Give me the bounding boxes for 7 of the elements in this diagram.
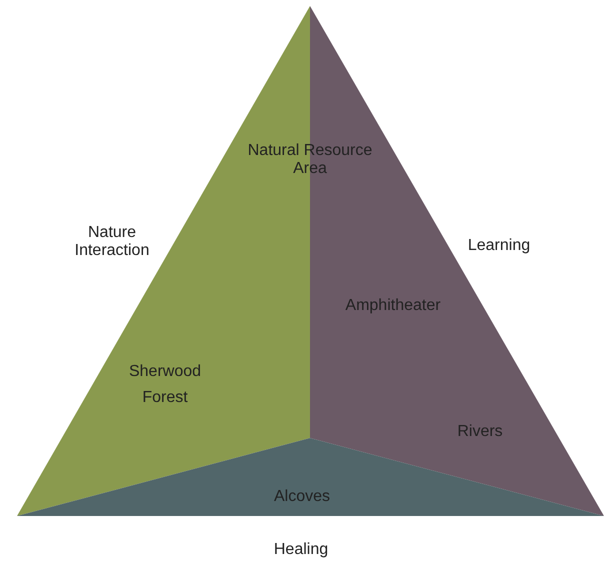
side-label: Learning [466,237,532,255]
segment-label: Rivers [456,422,504,442]
segment-label: Alcoves [272,487,332,507]
side-label: Nature Interaction [74,224,150,260]
side-label: Healing [272,541,330,559]
segment-label: Sherwood Forest [128,362,202,408]
segment-label: Amphitheater [344,296,442,316]
